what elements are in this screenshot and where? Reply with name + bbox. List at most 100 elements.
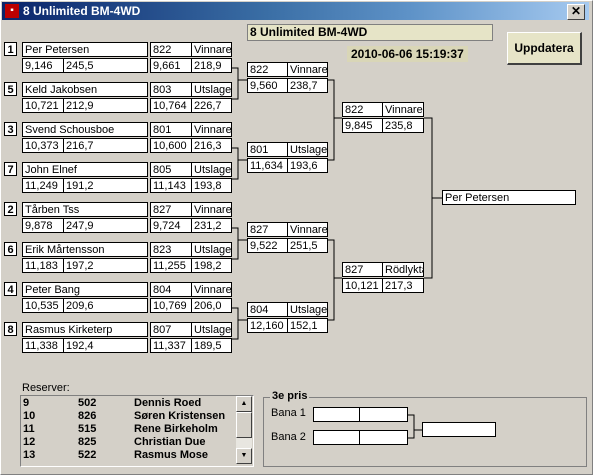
lane2-result-field xyxy=(359,430,408,445)
reserve-name: Christian Due xyxy=(134,436,206,448)
speed-cell: 152,1 xyxy=(287,318,328,333)
reserve-number: 826 xyxy=(78,410,97,422)
lane2-car-field xyxy=(313,430,360,445)
car-number: 801 xyxy=(150,122,192,137)
car-number: 805 xyxy=(150,162,192,177)
reserve-name: Rasmus Mose xyxy=(134,449,208,461)
third-prize-winner-field xyxy=(422,422,496,437)
lane1-result-field xyxy=(359,407,408,422)
speed-cell: 231,2 xyxy=(191,218,232,233)
car-number: 827 xyxy=(247,222,288,237)
reserves-scrollbar[interactable]: ▲ ▼ xyxy=(236,396,252,464)
speed-cell: 245,5 xyxy=(63,58,148,73)
reserve-number: 502 xyxy=(78,397,97,409)
time-cell: 11,338 xyxy=(22,338,64,353)
driver-name: Peter Bang xyxy=(22,282,148,297)
car-number: 807 xyxy=(150,322,192,337)
seed-badge: 6 xyxy=(4,242,17,256)
result-cell: Utslagen xyxy=(287,142,328,157)
speed-cell: 189,5 xyxy=(191,338,232,353)
time-cell: 10,764 xyxy=(150,98,192,113)
time-cell: 12,160 xyxy=(247,318,288,333)
time-cell: 11,249 xyxy=(22,178,64,193)
time-cell: 10,535 xyxy=(22,298,64,313)
time-cell: 9,146 xyxy=(22,58,64,73)
result-cell: Vinnare xyxy=(287,62,328,77)
time-cell: 10,721 xyxy=(22,98,64,113)
speed-cell: 212,9 xyxy=(63,98,148,113)
speed-cell: 251,5 xyxy=(287,238,328,253)
car-number: 804 xyxy=(247,302,288,317)
speed-cell: 197,2 xyxy=(63,258,148,273)
result-cell: Vinnare xyxy=(191,42,232,57)
seed-badge: 3 xyxy=(4,122,17,136)
driver-name: Tårben Tss xyxy=(22,202,148,217)
update-button[interactable]: Uppdatera xyxy=(507,32,582,65)
driver-name: Svend Schousboe xyxy=(22,122,148,137)
car-number: 827 xyxy=(150,202,192,217)
winner-box: Per Petersen xyxy=(442,190,576,205)
driver-name: Keld Jakobsen xyxy=(22,82,148,97)
driver-name: Per Petersen xyxy=(22,42,148,57)
speed-cell: 226,7 xyxy=(191,98,232,113)
time-cell: 11,143 xyxy=(150,178,192,193)
speed-cell: 216,3 xyxy=(191,138,232,153)
speed-cell: 193,6 xyxy=(287,158,328,173)
time-cell: 9,724 xyxy=(150,218,192,233)
speed-cell: 198,2 xyxy=(191,258,232,273)
seed-badge: 7 xyxy=(4,162,17,176)
speed-cell: 206,0 xyxy=(191,298,232,313)
window-title: 8 Unlimited BM-4WD xyxy=(23,4,141,18)
lane1-car-field xyxy=(313,407,360,422)
car-number: 803 xyxy=(150,82,192,97)
reserve-position: 9 xyxy=(23,397,30,409)
speed-cell: 217,3 xyxy=(382,278,424,293)
car-number: 822 xyxy=(150,42,192,57)
result-cell: Vinnare xyxy=(287,222,328,237)
time-cell: 10,121 xyxy=(342,278,383,293)
time-cell: 11,255 xyxy=(150,258,192,273)
driver-name: Erik Mårtensson xyxy=(22,242,148,257)
speed-cell: 218,9 xyxy=(191,58,232,73)
reserve-number: 825 xyxy=(78,436,97,448)
time-cell: 9,878 xyxy=(22,218,64,233)
result-cell: Utslagen xyxy=(191,242,232,257)
result-cell: Vinnare xyxy=(191,122,232,137)
reserve-name: Søren Kristensen xyxy=(134,410,226,422)
result-cell: Vinnare xyxy=(191,202,232,217)
result-cell: Utslagen xyxy=(191,82,232,97)
scroll-up-icon[interactable]: ▲ xyxy=(236,396,252,412)
scroll-down-icon[interactable]: ▼ xyxy=(236,448,252,464)
speed-cell: 209,6 xyxy=(63,298,148,313)
reserve-number: 522 xyxy=(78,449,97,461)
time-cell: 10,600 xyxy=(150,138,192,153)
time-cell: 9,560 xyxy=(247,78,288,93)
scroll-thumb[interactable] xyxy=(236,412,252,438)
time-cell: 10,769 xyxy=(150,298,192,313)
time-cell: 10,373 xyxy=(22,138,64,153)
result-cell: Utslagen xyxy=(191,322,232,337)
title-bar[interactable]: ▪ 8 Unlimited BM-4WD ✕ xyxy=(2,2,589,20)
car-number: 804 xyxy=(150,282,192,297)
third-prize-title: 3e pris xyxy=(270,390,310,402)
reserves-list[interactable]: 9 502 Dennis Roed 10 826 Søren Kristense… xyxy=(20,395,254,467)
lane2-label: Bana 2 xyxy=(271,431,306,443)
app-icon: ▪ xyxy=(5,4,19,18)
car-number: 823 xyxy=(150,242,192,257)
reserve-name: Dennis Roed xyxy=(134,397,202,409)
time-cell: 9,661 xyxy=(150,58,192,73)
reserve-position: 11 xyxy=(23,423,35,435)
time-cell: 9,522 xyxy=(247,238,288,253)
car-number: 822 xyxy=(247,62,288,77)
close-button[interactable]: ✕ xyxy=(567,4,585,20)
result-cell: Utslagen xyxy=(287,302,328,317)
seed-badge: 1 xyxy=(4,42,17,56)
seed-badge: 5 xyxy=(4,82,17,96)
car-number: 801 xyxy=(247,142,288,157)
result-cell: Vinnare xyxy=(191,282,232,297)
car-number: 822 xyxy=(342,102,383,117)
time-cell: 11,183 xyxy=(22,258,64,273)
speed-cell: 216,7 xyxy=(63,138,148,153)
driver-name: John Elnef xyxy=(22,162,148,177)
time-cell: 9,845 xyxy=(342,118,383,133)
